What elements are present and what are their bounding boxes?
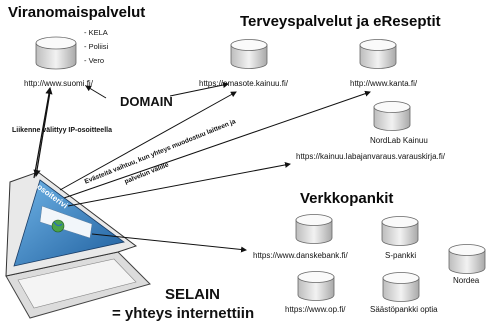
server-kanta-icon xyxy=(359,39,397,69)
server-omasote-icon xyxy=(230,39,268,69)
bank-nordea: Nordea xyxy=(453,276,480,285)
section-title-verkkopankit: Verkkopankit xyxy=(300,190,394,207)
nordlab-name: NordLab Kainuu xyxy=(370,136,428,145)
server-danskebank-icon xyxy=(295,214,333,244)
arrow-browser-to-nordlab xyxy=(67,161,291,207)
server-nordea-icon xyxy=(448,244,486,274)
server-spankki-icon xyxy=(381,216,419,246)
server-nordlab-icon xyxy=(373,101,411,131)
url-danskebank: https://www.danskebank.fi/ xyxy=(253,251,348,260)
gov-service-vero: - Vero xyxy=(84,56,105,65)
gov-service-poliisi: - Poliisi xyxy=(84,42,109,51)
browser-connection-label: = yhteys internettiin xyxy=(112,305,255,322)
domain-label: DOMAIN xyxy=(120,94,173,109)
section-title-terveyspalvelut: Terveyspalvelut ja eReseptit xyxy=(240,13,441,30)
arrow-domain-to-omasote xyxy=(169,82,229,97)
laptop-browser-icon xyxy=(5,171,151,319)
url-kanta: http://www.kanta.fi/ xyxy=(350,79,418,88)
url-nordlab: https://kainuu.labajanvaraus.varauskirja… xyxy=(296,152,445,161)
ip-traffic-label: Liikenne välittyy IP-osoitteella xyxy=(12,127,112,134)
url-op: https://www.op.fi/ xyxy=(285,305,346,314)
arrow-browser-to-danskebank xyxy=(91,233,247,253)
url-omasote: https://omasote.kainuu.fi/ xyxy=(199,79,288,88)
arrow-domain-to-suomi xyxy=(85,85,107,99)
bank-saastopankki: Säästöpankki optia xyxy=(370,305,438,314)
section-title-viranomaispalvelut: Viranomaispalvelut xyxy=(8,4,146,21)
arrow-browser-to-omasote xyxy=(59,91,237,191)
browser-label: SELAIN xyxy=(165,286,221,303)
arrow-browser-to-suomi xyxy=(33,86,53,179)
server-saastopankki-icon xyxy=(382,272,420,302)
server-suomi-icon xyxy=(35,36,77,70)
arrow-browser-to-kanta xyxy=(63,90,371,199)
url-suomi: http://www.suomi.fi/ xyxy=(24,79,93,88)
gov-service-kela: - KELA xyxy=(84,28,108,37)
server-op-icon xyxy=(297,271,335,301)
bank-spankki: S-pankki xyxy=(385,251,417,260)
